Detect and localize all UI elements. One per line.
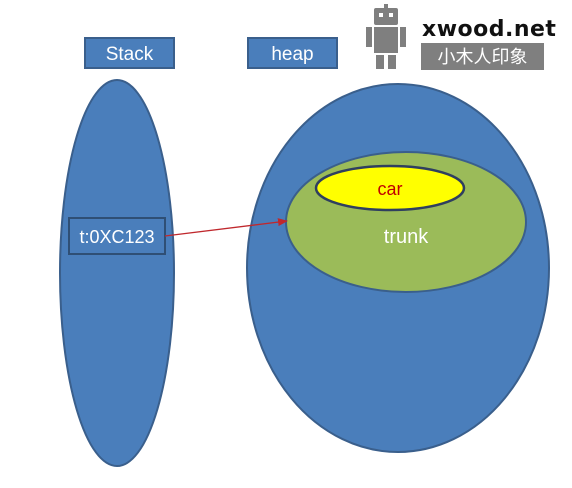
stack-header: Stack bbox=[84, 37, 175, 69]
stack-label: Stack bbox=[106, 44, 154, 65]
reference-label: t:0XC123 bbox=[79, 227, 154, 247]
car-object: car bbox=[314, 164, 466, 212]
reference-box: t:0XC123 bbox=[68, 217, 166, 255]
reference-arrow bbox=[164, 218, 288, 237]
heap-label: heap bbox=[271, 44, 313, 65]
robot-icon bbox=[366, 4, 406, 69]
trunk-label: trunk bbox=[384, 226, 429, 248]
stack-region bbox=[59, 79, 175, 467]
car-label: car bbox=[377, 179, 402, 199]
watermark-brand: xwood.net bbox=[422, 17, 556, 42]
watermark-subtitle-text: 小木人印象 bbox=[438, 47, 528, 67]
watermark-subtitle: 小木人印象 bbox=[421, 43, 544, 70]
heap-header: heap bbox=[247, 37, 338, 69]
